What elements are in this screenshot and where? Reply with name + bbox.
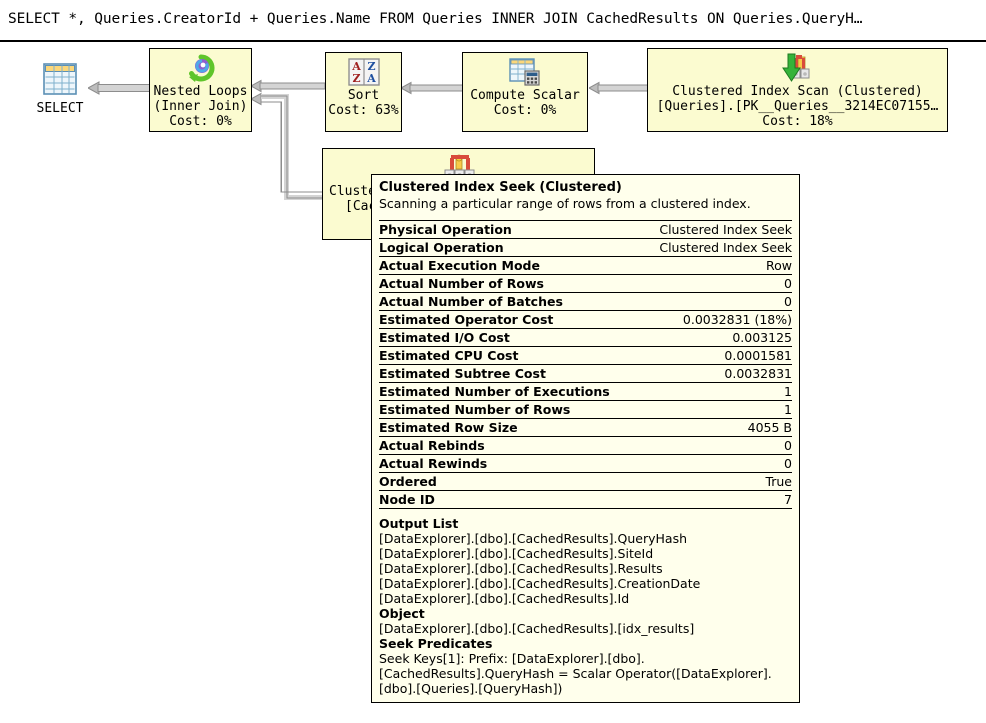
plan-node-clustered-index-scan[interactable]: Clustered Index Scan (Clustered) [Querie… [647,48,948,132]
tooltip-property-key: Actual Number of Rows [379,274,642,293]
output-list-item: [DataExplorer].[dbo].[CachedResults].Sit… [379,546,654,561]
tooltip-property-value: 1 [641,400,792,419]
tooltip-property-key: Estimated Number of Rows [379,400,642,419]
tooltip-description: Scanning a particular range of rows from… [379,196,751,211]
tooltip-property-key: Actual Execution Mode [379,256,642,275]
tooltip-property-value: 7 [641,490,792,508]
connector-indexscan-to-computescalar [589,81,651,95]
svg-text:Z: Z [367,60,375,73]
tooltip-property-value: 0.0032831 (18%) [641,310,792,329]
plan-node-select[interactable]: SELECT [30,62,90,124]
compute-scalar-icon [463,56,587,88]
svg-text:A: A [366,72,376,85]
svg-text:Z: Z [352,72,360,85]
plan-node-nested-loops[interactable]: Nested Loops (Inner Join) Cost: 0% [149,48,252,132]
tooltip-property-key: Actual Rewinds [379,454,642,473]
output-list-heading: Output List [379,516,459,531]
tooltip-title: Clustered Index Seek (Clustered) [379,180,622,195]
query-text: SELECT *, Queries.CreatorId + Queries.Na… [8,11,863,27]
tooltip-property-value: Row [641,256,792,275]
plan-node-nested-loops-line1: Nested Loops [153,84,248,99]
connector-nestedloops-to-select [88,80,150,96]
object-value: [DataExplorer].[dbo].[CachedResults].[id… [379,621,695,636]
tooltip-property-key: Logical Operation [379,238,642,257]
tooltip-property-key: Physical Operation [379,220,642,239]
tooltip-property-value: 0.0001581 [641,346,792,365]
plan-node-nested-loops-line2: (Inner Join) [153,99,248,114]
connector-sort-to-nestedloops [251,79,325,93]
plan-node-nested-loops-cost: Cost: 0% [169,114,232,129]
tooltip-property-key: Estimated Number of Executions [379,382,642,401]
tooltip-property-key: Actual Number of Batches [379,292,642,311]
output-list-item: [DataExplorer].[dbo].[CachedResults].Que… [379,531,688,546]
tooltip-property-key: Estimated Operator Cost [379,310,642,329]
tooltip-property-value: 0.0032831 [641,364,792,383]
tooltip-property-value: Clustered Index Seek [641,220,792,239]
object-heading: Object [379,606,425,621]
tooltip-property-value: 0.003125 [641,328,792,347]
output-list-item: [DataExplorer].[dbo].[CachedResults].Res… [379,561,663,576]
plan-node-sort[interactable]: A Z Z A Sort Cost: 63% [325,52,402,132]
tooltip-property-value: 0 [641,454,792,473]
tooltip-property-value: 0 [641,292,792,311]
output-list-item: [DataExplorer].[dbo].[CachedResults].Cre… [379,576,701,591]
plan-node-select-label: SELECT [36,101,84,116]
plan-node-clustered-index-scan-cost: Cost: 18% [762,114,833,129]
tooltip-property-key: Estimated CPU Cost [379,346,642,365]
tooltip-property-key: Estimated Row Size [379,418,642,437]
plan-node-compute-scalar[interactable]: Compute Scalar Cost: 0% [462,52,588,132]
clustered-index-scan-icon [648,52,947,84]
tooltip-detail-sections: Output List [DataExplorer].[dbo].[Cached… [379,508,792,696]
tooltip-property-value: 1 [641,382,792,401]
tooltip-property-value: 0 [641,436,792,455]
connector-seek-to-nestedloops [251,92,331,202]
svg-text:A: A [351,60,361,73]
tooltip-property-value: True [641,472,792,491]
select-result-icon [42,63,78,100]
sort-az-icon: A Z Z A [326,56,401,88]
tooltip-property-value: 0 [641,274,792,293]
tooltip-property-key: Estimated Subtree Cost [379,364,642,383]
tooltip-property-key: Actual Rebinds [379,436,642,455]
plan-node-sort-line1: Sort [347,88,380,103]
seek-predicates-heading: Seek Predicates [379,636,493,651]
tooltip-property-value: Clustered Index Seek [641,238,792,257]
plan-node-sort-cost: Cost: 63% [328,103,399,118]
plan-node-clustered-index-scan-line1: Clustered Index Scan (Clustered) [672,84,923,99]
plan-node-compute-scalar-line1: Compute Scalar [470,88,580,103]
query-text-bar: SELECT *, Queries.CreatorId + Queries.Na… [0,0,986,42]
seek-predicates-value: Seek Keys[1]: Prefix: [DataExplorer].[db… [379,651,772,696]
tooltip-property-key: Node ID [379,490,642,508]
tooltip-property-value: 4055 B [641,418,792,437]
plan-node-clustered-index-seek-line1: Cluste [329,184,376,199]
output-list-item: [DataExplorer].[dbo].[CachedResults].Id [379,591,630,606]
operator-tooltip: Clustered Index Seek (Clustered) Scannin… [371,174,800,703]
tooltip-property-key: Estimated I/O Cost [379,328,642,347]
connector-computescalar-to-sort [401,81,463,95]
plan-node-clustered-index-scan-line2: [Queries].[PK__Queries__3214EC07155… [656,99,939,114]
plan-node-compute-scalar-cost: Cost: 0% [493,103,557,118]
nested-loops-icon [150,52,251,84]
tooltip-property-key: Ordered [379,472,642,491]
